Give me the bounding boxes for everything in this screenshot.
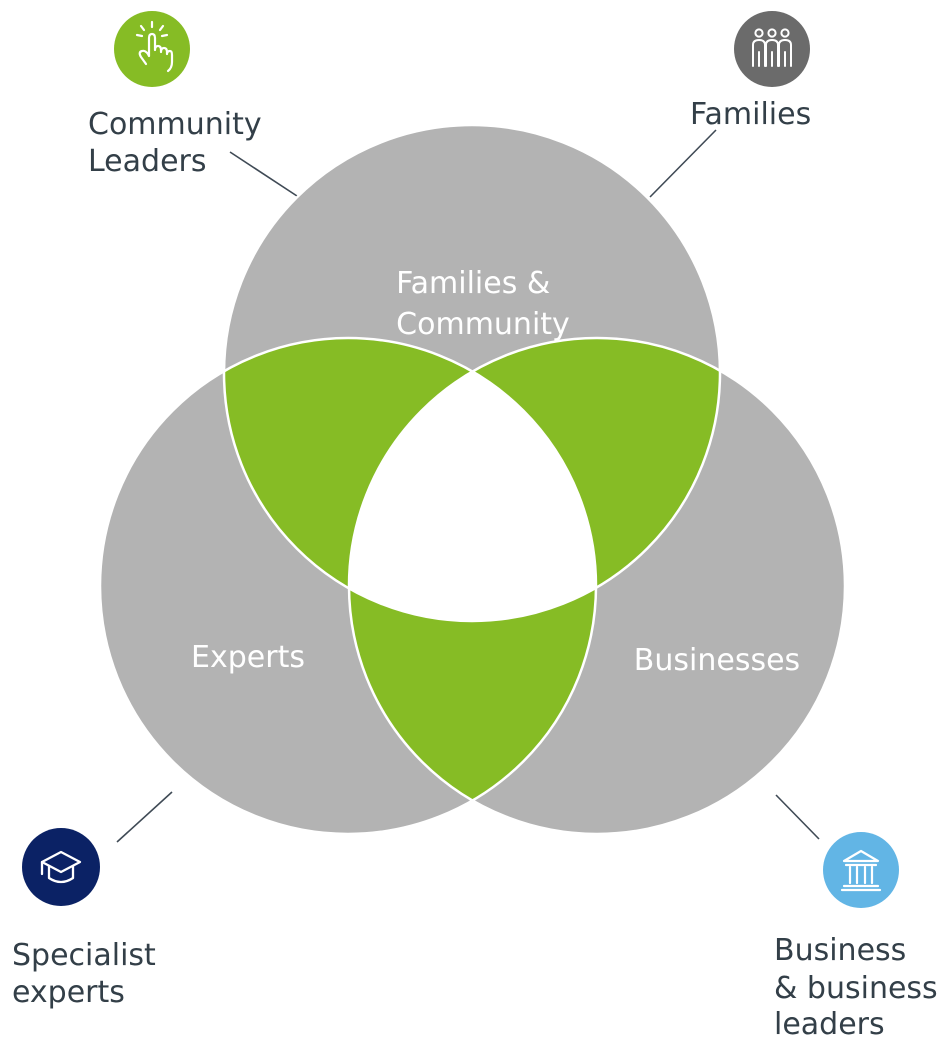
families-label: Families <box>690 97 811 132</box>
bank-building-icon <box>823 832 899 908</box>
top-circle-outline <box>222 123 722 623</box>
center-overlap <box>349 338 596 621</box>
hand-touch-icon <box>114 11 190 87</box>
community-leaders-connector <box>229 151 298 197</box>
families-connector <box>649 129 717 198</box>
left-circle-outline <box>98 336 598 836</box>
graduation-cap-icon <box>22 828 100 906</box>
left-circle-label: Experts <box>191 640 305 675</box>
specialist-experts-label: Specialist experts <box>12 938 165 1010</box>
community-leaders-label: Community Leaders <box>88 107 271 179</box>
right-circle-outline <box>347 336 847 836</box>
business-leaders-label: Business & business leaders <box>774 933 947 1037</box>
top-circle-label: Families & Community <box>396 266 570 342</box>
right-circle-label: Businesses <box>634 643 800 678</box>
family-icon <box>734 11 810 87</box>
specialist-experts-connector <box>116 791 173 843</box>
business-leaders-connector <box>775 794 820 840</box>
